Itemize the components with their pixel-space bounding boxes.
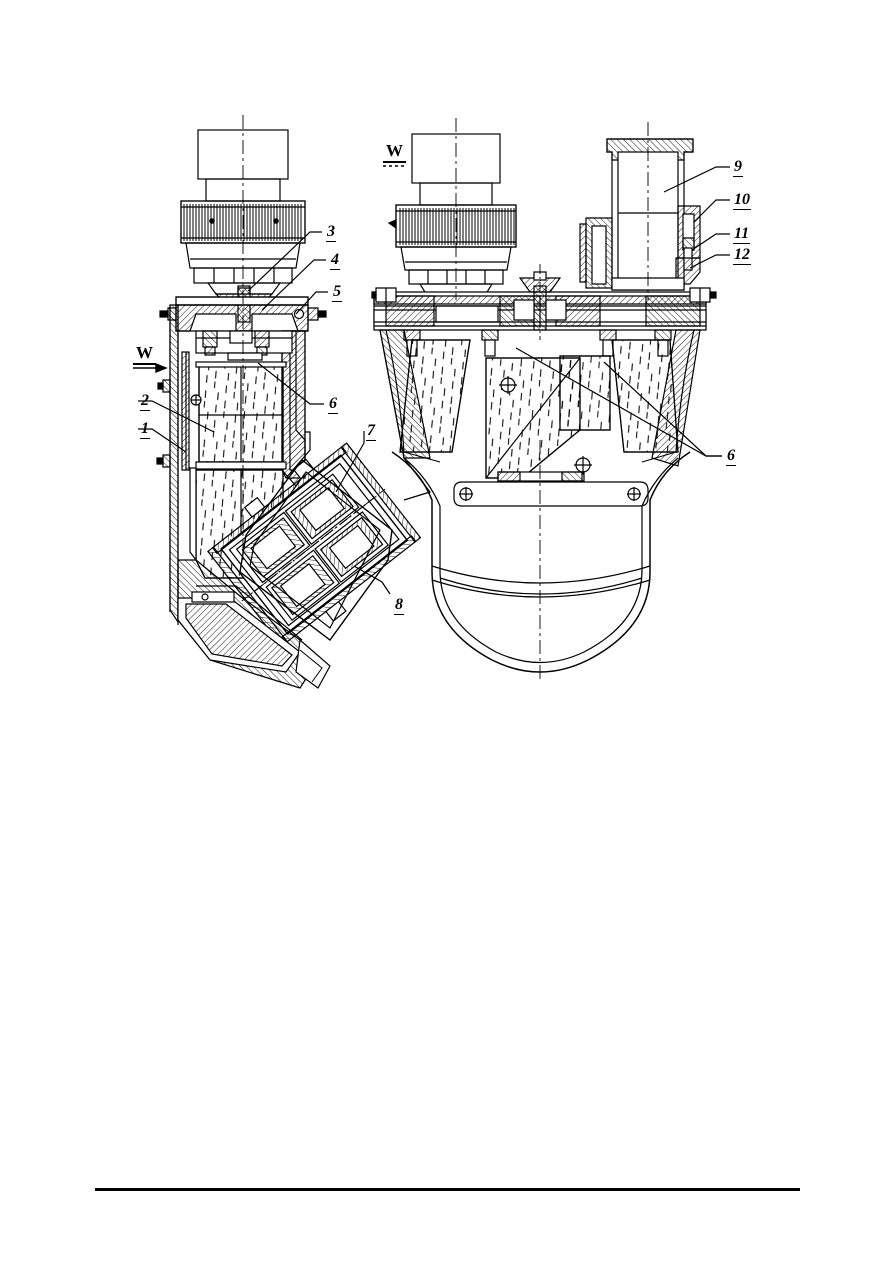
right-figure-geometry: [371, 118, 717, 680]
callout-2: 2: [140, 392, 150, 411]
page-footer-rule: [95, 1188, 800, 1191]
callout-12: 12: [733, 246, 751, 265]
left-figure-geometry: [156, 115, 422, 689]
drawing-canvas: [133, 115, 730, 689]
callout-6-right: 6: [726, 447, 736, 466]
callout-4: 4: [330, 251, 340, 270]
callout-8: 8: [394, 596, 404, 615]
view-marker-w-right: W: [383, 142, 406, 163]
callout-9: 9: [733, 158, 743, 177]
view-marker-w-left: W: [133, 344, 156, 365]
callout-10: 10: [733, 191, 751, 210]
callout-6-left: 6: [328, 395, 338, 414]
view-arrows: [133, 165, 404, 374]
callout-11: 11: [733, 225, 751, 244]
callout-5: 5: [332, 283, 342, 302]
leader-lines: [138, 166, 730, 595]
technical-drawing-figure: 1 2 3 4 5 6 7 8 9 10 11 12 6 W W: [133, 115, 751, 689]
callout-1: 1: [140, 420, 150, 439]
callout-3: 3: [326, 223, 336, 242]
callout-7: 7: [366, 422, 376, 441]
